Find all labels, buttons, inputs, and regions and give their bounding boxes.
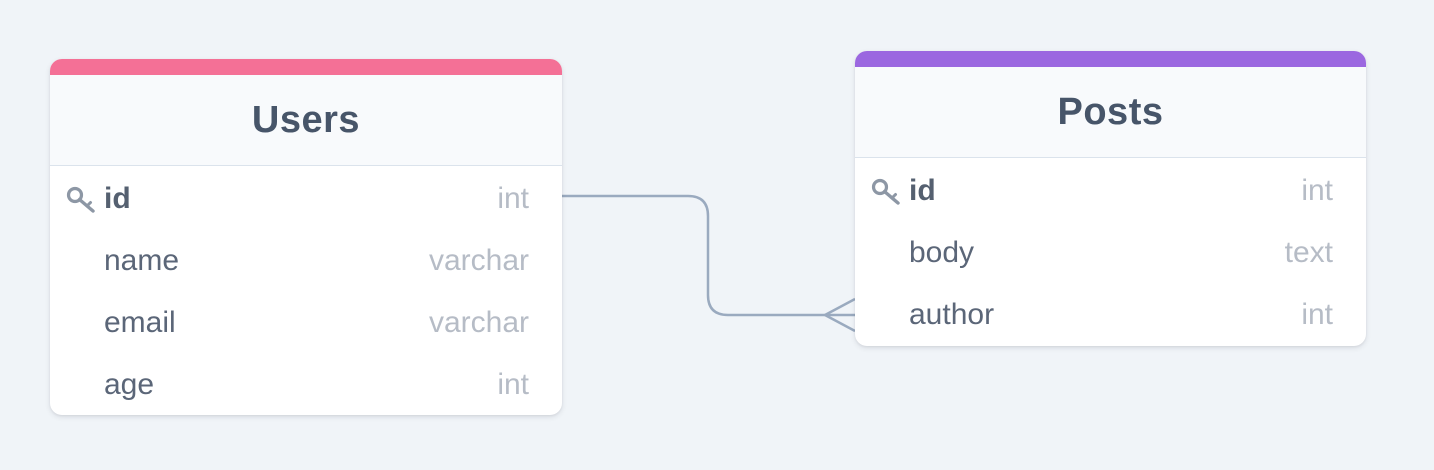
column-name: name — [104, 244, 180, 277]
column-name: id — [104, 182, 131, 215]
column-name: author — [909, 298, 995, 331]
column-type: varchar — [428, 244, 529, 277]
table-users-header[interactable]: Users — [50, 75, 562, 166]
key-icon — [66, 186, 95, 213]
column-row-users-email[interactable]: email varchar — [50, 292, 562, 354]
table-users-title: Users — [251, 98, 361, 141]
table-posts-columns: id int body text author int — [855, 158, 1366, 346]
column-type: int — [1301, 298, 1333, 331]
column-type: int — [497, 182, 529, 215]
column-name: id — [909, 174, 936, 207]
key-icon — [871, 178, 900, 205]
table-posts-accent-bar — [855, 51, 1366, 67]
relation-connector-line — [562, 194, 855, 317]
table-posts[interactable]: Posts id int body text — [855, 51, 1366, 346]
column-type: text — [1284, 236, 1333, 269]
column-row-users-name[interactable]: name varchar — [50, 230, 562, 292]
crows-foot-many-icon — [824, 297, 856, 333]
column-name: email — [104, 306, 176, 339]
table-users[interactable]: Users id int name varchar — [50, 59, 562, 415]
column-row-posts-body[interactable]: body text — [855, 222, 1366, 284]
column-type: varchar — [428, 306, 529, 339]
table-posts-title: Posts — [1057, 90, 1164, 133]
column-name: body — [909, 236, 975, 269]
column-row-users-age[interactable]: age int — [50, 354, 562, 415]
table-users-columns: id int name varchar email varchar age in… — [50, 166, 562, 415]
table-posts-header[interactable]: Posts — [855, 67, 1366, 158]
column-type: int — [497, 368, 529, 401]
column-row-posts-author[interactable]: author int — [855, 284, 1366, 346]
column-name: age — [104, 368, 155, 401]
column-row-posts-id[interactable]: id int — [855, 160, 1366, 222]
table-users-accent-bar — [50, 59, 562, 75]
column-type: int — [1301, 174, 1333, 207]
column-row-users-id[interactable]: id int — [50, 168, 562, 230]
